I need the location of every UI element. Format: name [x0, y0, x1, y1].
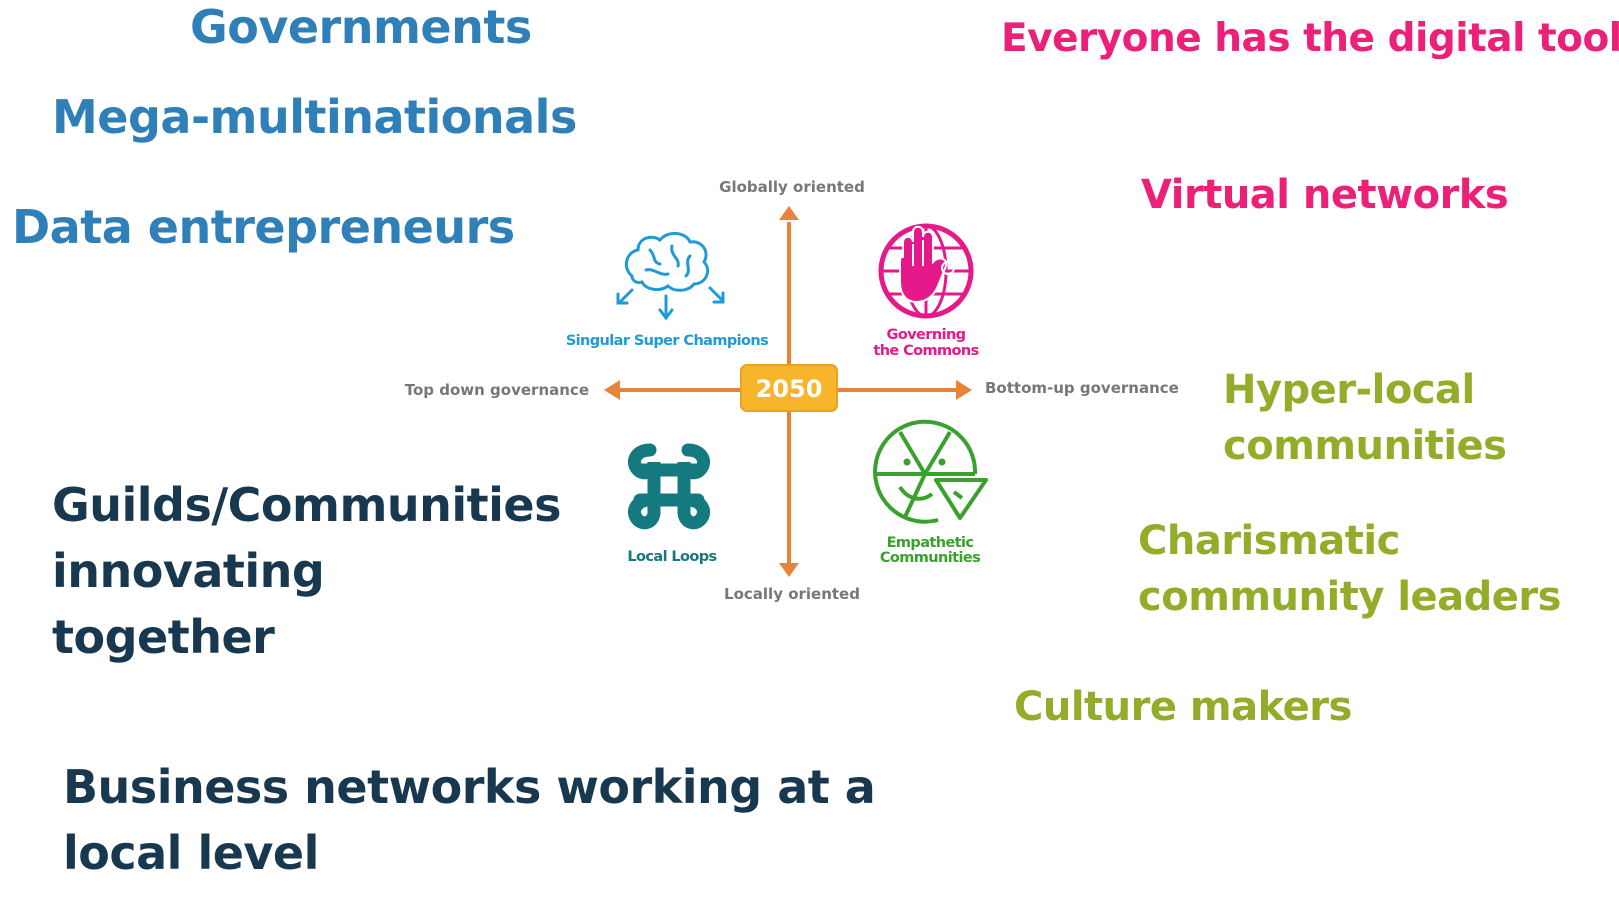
label-hyper-local: Hyper-local communities	[1223, 362, 1507, 474]
quadrant-label-empathetic-line-1: Empathetic	[887, 535, 974, 551]
label-governments: Governments	[190, 0, 532, 54]
center-year: 2050	[756, 375, 823, 403]
axis-label-bottom: Locally oriented	[724, 585, 860, 603]
label-guilds-line-3: together	[52, 610, 275, 664]
quadrant-label-governing-line-2: the Commons	[873, 343, 978, 359]
axis-label-right: Bottom-up governance	[985, 379, 1179, 397]
loop-knot-icon	[628, 443, 710, 530]
label-hyper-local-line-1: Hyper-local	[1223, 367, 1475, 413]
label-digital-tools: Everyone has the digital tools	[1001, 16, 1619, 61]
label-mega-multinationals: Mega-multinationals	[52, 90, 577, 144]
quadrant-label-governing-line-1: Governing	[887, 327, 966, 343]
label-culture-makers: Culture makers	[1014, 684, 1352, 730]
globe-hand-icon	[878, 223, 974, 319]
label-data-entrepreneurs: Data entrepreneurs	[12, 200, 515, 254]
pizza-face-icon	[873, 419, 988, 524]
axes	[604, 206, 972, 577]
arrow-left-head	[604, 380, 620, 400]
label-business-networks: Business networks working at a local lev…	[63, 754, 876, 886]
quadrant-diagram: 2050 Globally oriented Locally oriented …	[405, 178, 1179, 603]
label-guilds-line-1: Guilds/Communities	[52, 478, 561, 532]
label-virtual-networks: Virtual networks	[1141, 172, 1509, 218]
quadrant-label-local-loops: Local Loops	[627, 549, 716, 565]
axis-label-top: Globally oriented	[719, 178, 865, 196]
label-charismatic: Charismatic community leaders	[1138, 513, 1561, 625]
arrow-up-head	[779, 206, 799, 220]
center-box	[740, 364, 838, 412]
label-guilds-communities: Guilds/Communities innovating together	[52, 472, 561, 670]
arrow-right-head	[956, 380, 972, 400]
brain-icon	[616, 232, 725, 321]
quadrant-label-singular-super-champions: Singular Super Champions	[566, 333, 768, 349]
label-business-line-2: local level	[63, 826, 319, 880]
arrow-down-head	[779, 563, 799, 577]
label-hyper-local-line-2: communities	[1223, 423, 1507, 469]
label-charismatic-line-2: community leaders	[1138, 574, 1561, 620]
label-charismatic-line-1: Charismatic	[1138, 518, 1400, 564]
label-business-line-1: Business networks working at a	[63, 760, 876, 814]
label-guilds-line-2: innovating	[52, 544, 325, 598]
axis-label-left: Top down governance	[405, 381, 589, 399]
quadrant-label-empathetic-line-2: Communities	[880, 550, 980, 566]
